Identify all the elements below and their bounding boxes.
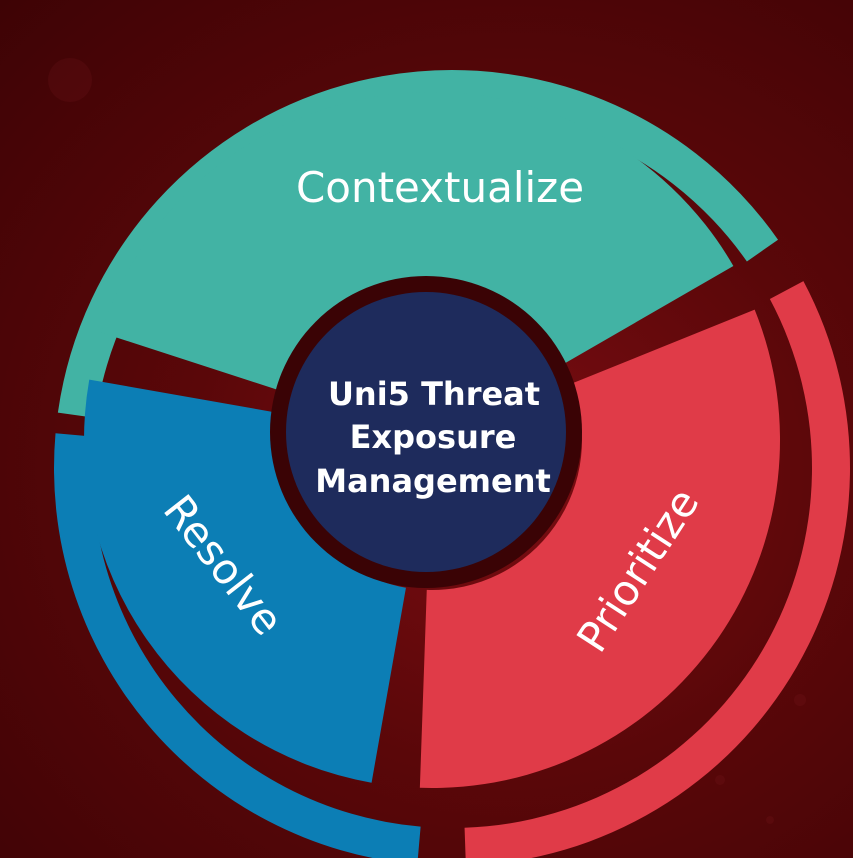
inner-segment-resolve bbox=[83, 379, 406, 783]
background-dot-icon bbox=[794, 694, 806, 706]
inner-ring bbox=[83, 91, 780, 788]
outer-segment-prioritize bbox=[464, 281, 850, 858]
segment-label-contextualize: Contextualize bbox=[296, 163, 584, 212]
inner-segment-prioritize bbox=[419, 309, 780, 788]
center-title-line-1: Uni5 Threat bbox=[328, 375, 540, 413]
background-dot-icon bbox=[48, 58, 92, 102]
center-title-line-2: Exposure bbox=[350, 418, 517, 456]
inner-segment-contextualize bbox=[101, 91, 734, 394]
background-map-texture bbox=[48, 58, 806, 824]
background-dot-icon bbox=[766, 816, 774, 824]
background-dot-icon bbox=[715, 775, 725, 785]
center-title-line-3: Management bbox=[315, 462, 551, 500]
center-hub bbox=[286, 292, 566, 572]
